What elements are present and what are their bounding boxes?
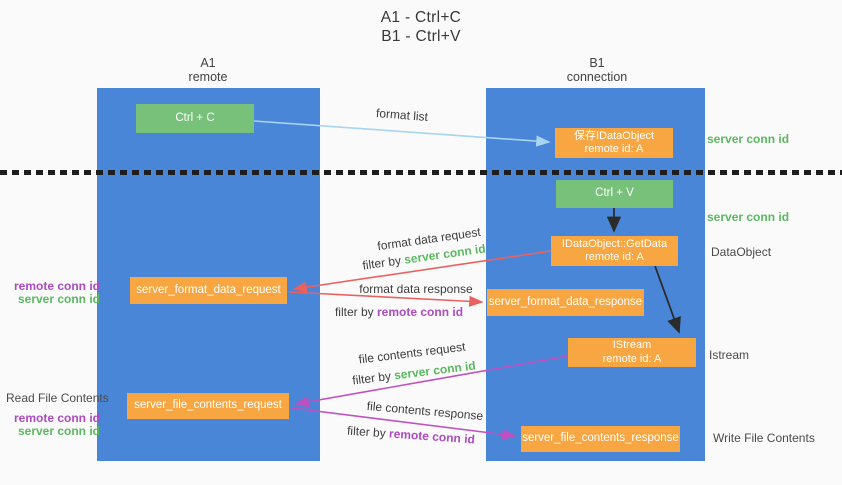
node-format-response-label: server_format_data_response (488, 295, 643, 308)
server-conn-id-label-left-1: server conn id (17, 292, 100, 306)
server-conn-id-label-left-2: server conn id (17, 424, 100, 438)
lane-b1-name: B1 (589, 56, 605, 70)
node-file-response-label: server_file_contents_response (522, 432, 679, 445)
dataobject-label: DataObject (711, 245, 772, 259)
lane-a1-header: A1 remote (128, 56, 288, 84)
node-ctrl-c-label: Ctrl + C (175, 111, 215, 124)
server-conn-id-label-right-2: server conn id (707, 210, 790, 224)
node-ctrl-v: Ctrl + V (556, 180, 673, 208)
lane-b1-header: B1 connection (517, 56, 677, 84)
node-ctrl-c: Ctrl + C (136, 104, 254, 133)
remote-conn-id-label-left-1: remote conn id (13, 279, 100, 293)
node-save-idataobject-line2: remote id: A (584, 143, 644, 155)
lane-a1-subtitle: remote (188, 70, 228, 84)
file-contents-response-label: file contents response (366, 398, 484, 424)
write-file-contents-label: Write File Contents (713, 431, 815, 445)
title-line-2: B1 - Ctrl+V (381, 28, 461, 45)
node-istream-line2: remote id: A (602, 352, 662, 365)
lane-a1-name: A1 (200, 56, 216, 70)
node-getdata-line1: IDataObject::GetData (561, 237, 668, 250)
node-server-format-data-response: server_format_data_response (487, 289, 644, 316)
node-file-request-label: server_file_contents_request (134, 399, 282, 412)
read-file-contents-label: Read File Contents (6, 391, 109, 405)
node-server-file-contents-request: server_file_contents_request (127, 393, 289, 419)
format-list-label: format list (375, 105, 429, 125)
remote-conn-id-label-left-2: remote conn id (13, 411, 100, 425)
istream-label: Istream (709, 348, 750, 362)
node-save-idataobject: 保存IDataObject remote id: A (555, 128, 673, 158)
filter-by-remote-conn-id-label-2: filter by remote conn id (346, 423, 476, 447)
node-save-idataobject-line1: 保存IDataObject (573, 129, 655, 142)
node-server-format-data-request: server_format_data_request (130, 277, 287, 304)
session-divider-dotted-line (0, 170, 842, 175)
server-conn-id-label-right-1: server conn id (707, 132, 790, 146)
node-istream-line1: IStream (612, 339, 652, 351)
filter-by-remote-conn-id-label-1: filter by remote conn id (334, 305, 464, 319)
title-line-1: A1 - Ctrl+C (380, 9, 462, 26)
node-format-request-label: server_format_data_request (136, 283, 281, 296)
node-ctrl-v-label: Ctrl + V (595, 187, 634, 200)
node-getdata-line2: remote id: A (585, 251, 644, 263)
node-istream: IStream remote id: A (568, 338, 696, 367)
page-title: A1 - Ctrl+C B1 - Ctrl+V (0, 8, 842, 46)
format-data-response-label: format data response (359, 282, 473, 296)
lane-b1-subtitle: connection (566, 70, 628, 84)
node-server-file-contents-response: server_file_contents_response (521, 426, 680, 452)
node-idataobject-getdata: IDataObject::GetData remote id: A (551, 236, 678, 266)
